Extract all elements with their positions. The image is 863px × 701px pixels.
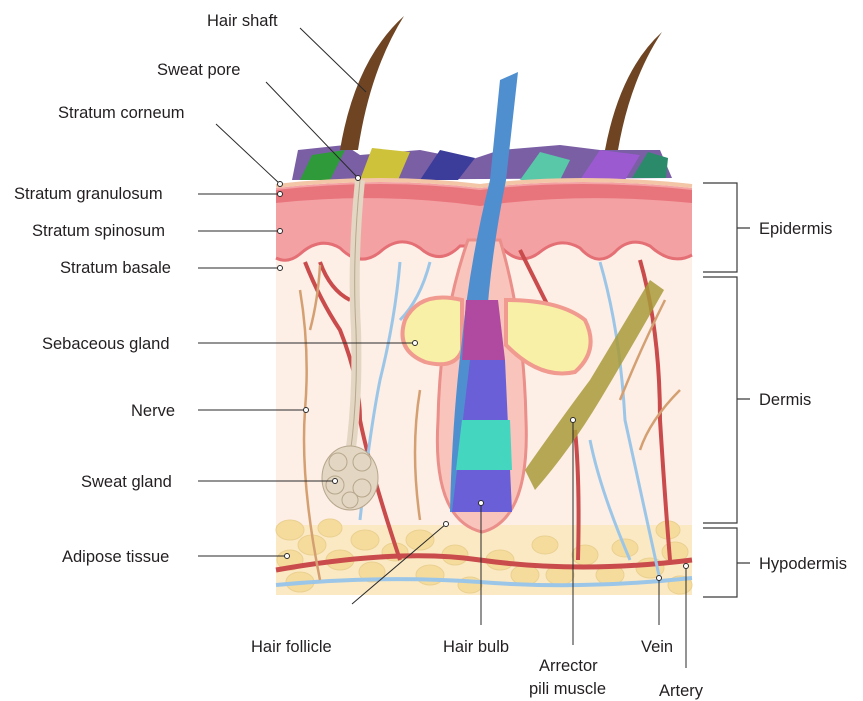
sebaceous-gland-left	[403, 298, 463, 365]
label-stratum-basale: Stratum basale	[60, 259, 171, 277]
label-artery: Artery	[659, 682, 704, 700]
label-sweat-gland: Sweat gland	[81, 473, 172, 491]
label-stratum-spinosum: Stratum spinosum	[32, 222, 165, 240]
label-adipose-tissue: Adipose tissue	[62, 548, 169, 566]
hypodermis-bracket	[703, 528, 750, 597]
sweat-gland-coil	[322, 446, 378, 510]
label-hair-follicle: Hair follicle	[251, 638, 332, 656]
label-sweat-pore: Sweat pore	[157, 61, 240, 79]
label-nerve: Nerve	[131, 402, 175, 420]
label-hair-shaft: Hair shaft	[207, 12, 278, 30]
label-vein: Vein	[641, 638, 673, 656]
dermis-bracket	[703, 277, 750, 523]
label-hypodermis: Hypodermis	[759, 555, 847, 573]
hair-shaft	[340, 16, 404, 150]
label-arrector-line2: pili muscle	[529, 680, 606, 698]
hair-shaft-right	[605, 32, 662, 150]
epidermis-bracket	[703, 183, 750, 272]
label-stratum-granulosum: Stratum granulosum	[14, 185, 163, 203]
label-sebaceous-gland: Sebaceous gland	[42, 335, 170, 353]
skin-surface	[292, 145, 672, 180]
label-stratum-corneum: Stratum corneum	[58, 104, 185, 122]
label-hair-bulb: Hair bulb	[443, 638, 509, 656]
label-arrector-line1: Arrector	[539, 657, 598, 675]
layer-brackets	[703, 183, 750, 597]
label-dermis: Dermis	[759, 391, 811, 409]
label-epidermis: Epidermis	[759, 220, 832, 238]
skin-cross-section	[276, 32, 692, 595]
